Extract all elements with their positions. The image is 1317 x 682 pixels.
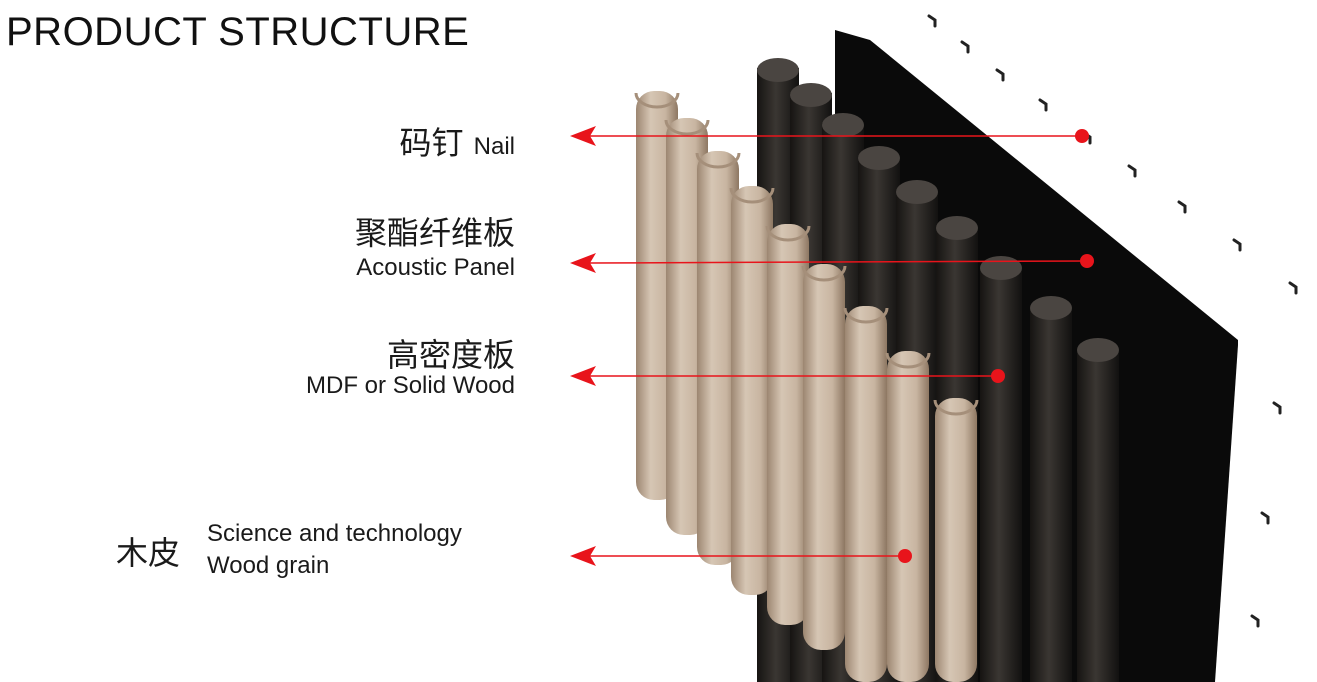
felt-rod-top bbox=[936, 216, 978, 240]
red-dot-marker-icon bbox=[898, 549, 912, 563]
wood-rod bbox=[731, 186, 773, 595]
staple-icon bbox=[1232, 238, 1242, 252]
wood-rod bbox=[767, 224, 809, 625]
staple-icon bbox=[1288, 281, 1298, 295]
red-dot-marker-icon bbox=[1075, 129, 1089, 143]
page-title: PRODUCT STRUCTURE bbox=[6, 10, 470, 54]
arrow-left-icon bbox=[570, 253, 596, 273]
wood-rod bbox=[697, 151, 739, 565]
staple-icon bbox=[1260, 511, 1270, 525]
arrow-left-icon bbox=[570, 546, 596, 566]
felt-rod-top bbox=[1030, 296, 1072, 320]
wood-rod bbox=[887, 351, 929, 682]
staple-icon bbox=[927, 14, 937, 28]
wood-rod bbox=[935, 398, 977, 682]
staple-icon bbox=[995, 68, 1005, 82]
label-veneer-en-1: Science and technology bbox=[207, 520, 462, 547]
nail-zh-text: 码钉 bbox=[399, 124, 464, 162]
callout-arrows bbox=[570, 126, 1094, 566]
staple-icon bbox=[1038, 98, 1048, 112]
felt-rod bbox=[1030, 306, 1072, 682]
staple-icon bbox=[1250, 614, 1260, 628]
felt-rod bbox=[1077, 348, 1119, 682]
wood-rod bbox=[845, 306, 887, 682]
label-mdf-zh: 高密度板 bbox=[386, 336, 515, 374]
arrow-left-icon bbox=[570, 366, 596, 386]
felt-rod-top bbox=[858, 146, 900, 170]
wood-rod-edge bbox=[765, 225, 811, 242]
wood-rod-edge bbox=[695, 152, 741, 169]
callout-line bbox=[589, 260, 1088, 264]
wood-rod-edge bbox=[634, 92, 680, 109]
felt-rod-top bbox=[790, 83, 832, 107]
felt-rod-top bbox=[980, 256, 1022, 280]
wood-rod-edge bbox=[843, 307, 889, 324]
label-nail-zh: 码钉 Nail bbox=[399, 118, 515, 164]
wood-rod bbox=[803, 264, 845, 650]
staple-icon bbox=[1127, 164, 1137, 178]
nail-en-text: Nail bbox=[473, 133, 515, 160]
staple-icon bbox=[1272, 401, 1282, 415]
label-acoustic-zh: 聚酯纤维板 bbox=[354, 214, 515, 252]
wood-rod-edge bbox=[933, 399, 979, 416]
felt-rod bbox=[980, 266, 1022, 682]
felt-rod-top bbox=[1077, 338, 1119, 362]
wood-rod-edge bbox=[664, 119, 710, 136]
staple-icon bbox=[1177, 200, 1187, 214]
label-mdf-en: MDF or Solid Wood bbox=[306, 372, 515, 399]
wood-rod-edge bbox=[885, 352, 931, 369]
arrow-left-icon bbox=[570, 126, 596, 146]
label-veneer-zh: 木皮 bbox=[116, 534, 181, 572]
red-dot-marker-icon bbox=[991, 369, 1005, 383]
felt-rod-top bbox=[822, 113, 864, 137]
wood-rod-edge bbox=[801, 265, 847, 282]
label-acoustic-en: Acoustic Panel bbox=[356, 254, 515, 281]
felt-rod-top bbox=[757, 58, 799, 82]
red-dot-marker-icon bbox=[1080, 254, 1094, 268]
wood-rod-edge bbox=[729, 187, 775, 204]
staple-row bbox=[927, 14, 1298, 628]
label-veneer-en-2: Wood grain bbox=[207, 552, 330, 579]
wood-veneer-rods bbox=[634, 91, 979, 682]
staple-icon bbox=[960, 40, 970, 54]
felt-rod-top bbox=[896, 180, 938, 204]
